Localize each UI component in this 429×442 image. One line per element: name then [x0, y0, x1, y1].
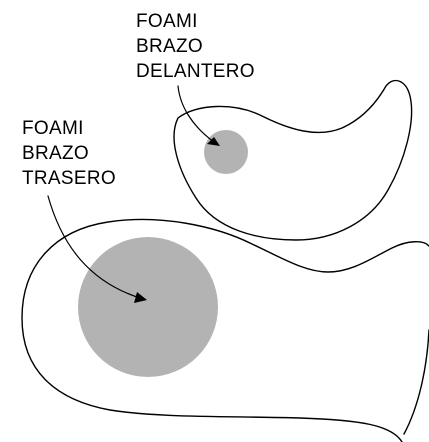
front-label-line1: FOAMI — [136, 11, 198, 32]
back-arm-outline-right-edge — [404, 330, 429, 434]
back-label-line3: TRASERO — [22, 168, 116, 189]
back-label-line2: BRAZO — [22, 143, 89, 164]
back-label-line1: FOAMI — [22, 118, 84, 139]
front-label-line2: BRAZO — [136, 36, 203, 57]
front-label-line3: DELANTERO — [136, 61, 255, 82]
back-foam-circle — [78, 237, 218, 377]
front-foam-circle — [204, 130, 248, 174]
